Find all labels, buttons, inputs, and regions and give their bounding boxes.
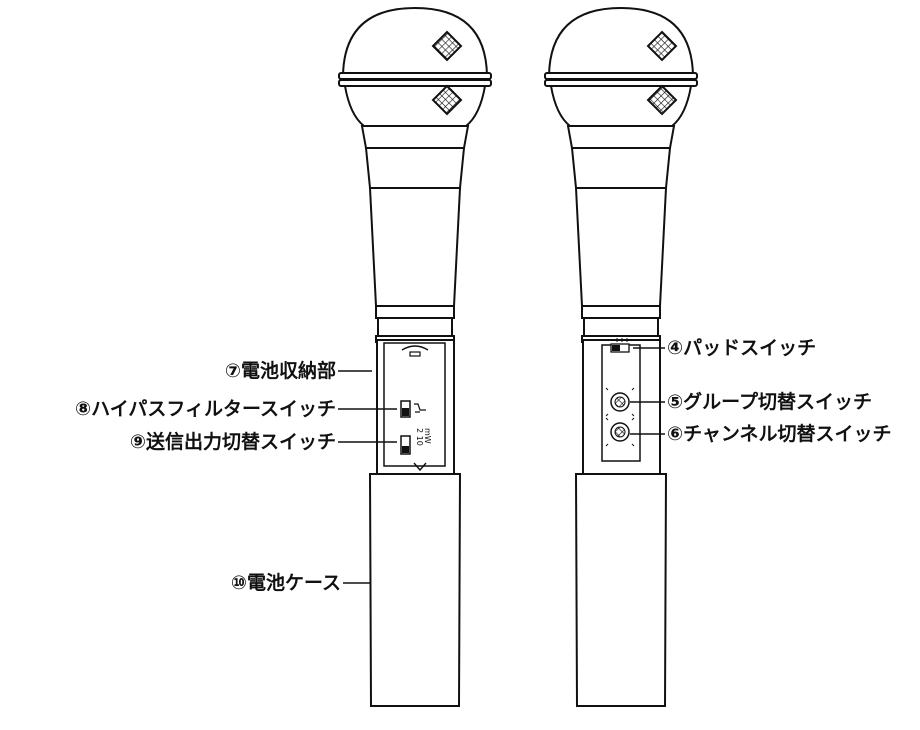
mw-values-text: 2 10 (415, 428, 424, 446)
label-pad-switch: ④パッドスイッチ (667, 337, 817, 359)
left-microphone (338, 6, 492, 707)
label-battery-case: ⑩電池ケース (230, 572, 341, 594)
label-output-power-switch: ⑨送信出力切替スイッチ (129, 431, 336, 453)
label-group-switch: ⑤グループ切替スイッチ (667, 391, 872, 413)
label-channel-switch: ⑥チャンネル切替スイッチ (667, 423, 892, 445)
group-rotary-switch (605, 387, 635, 417)
right-battery-case (574, 473, 668, 707)
output-power-switch-graphic (400, 435, 427, 472)
left-battery-case (368, 473, 462, 707)
label-battery-compartment: ⑦電池収納部 (224, 360, 336, 382)
highpass-switch-graphic (400, 400, 426, 418)
right-microphone (544, 6, 698, 707)
pad-switch-graphic (610, 338, 630, 353)
left-grille-head (338, 6, 492, 127)
channel-rotary-switch (605, 417, 635, 447)
right-handle-body (566, 125, 676, 343)
right-grille-head (544, 6, 698, 127)
label-highpass-filter-switch: ⑧ハイパスフィルタースイッチ (75, 398, 336, 420)
left-battery-compartment (376, 339, 455, 476)
left-handle-body (360, 125, 470, 343)
mw-unit-text: mW (423, 428, 432, 444)
leader-lines (338, 347, 665, 584)
